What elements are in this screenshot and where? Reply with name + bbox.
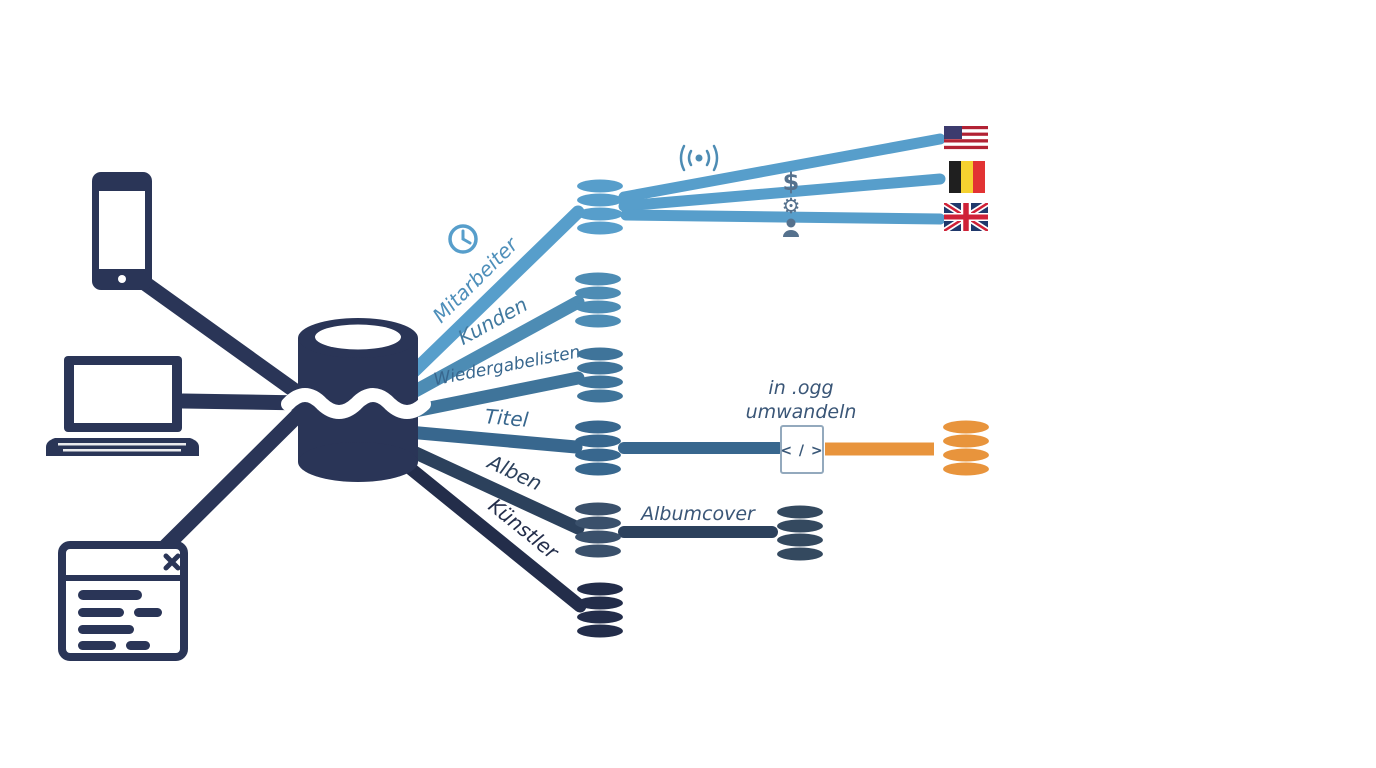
- flag-uk-icon: [944, 203, 988, 231]
- mitarbeiter-line: [398, 205, 585, 387]
- laptop-icon: [46, 356, 199, 456]
- close-icon: [163, 553, 181, 571]
- browser-window-icon: [58, 541, 188, 661]
- albumcover-label: Albumcover: [639, 503, 756, 525]
- ogg-note-line1: in .ogg: [768, 377, 833, 399]
- table-databases: [575, 179, 623, 638]
- fan-line-uk: [620, 209, 946, 225]
- wiedergabelisten-database-icon: [577, 347, 623, 403]
- ogg-note-line2: umwandeln: [746, 401, 857, 423]
- titel-label: Titel: [484, 404, 530, 432]
- flag-belgium-icon: [949, 161, 985, 193]
- ogg-database-icon: [943, 420, 989, 476]
- browser-connector-line: [152, 400, 313, 560]
- table-lines: [393, 205, 587, 613]
- code-file-label: < / >: [780, 443, 823, 459]
- albumcover-database-icon: [777, 505, 823, 561]
- mitarbeiter-branch: $ ⚙: [618, 133, 946, 237]
- code-file-icon: < / >: [780, 425, 824, 474]
- database-wave: [281, 388, 431, 419]
- broadcast-icon: [679, 144, 719, 172]
- wiedergabelisten-line: [403, 371, 585, 419]
- flag-usa-icon: [944, 126, 988, 150]
- person-icon: [783, 218, 799, 237]
- smartphone-connector-line: [138, 276, 313, 406]
- titel-branch: in .ogg umwandeln < / >: [618, 377, 989, 476]
- kuenstler-line: [393, 453, 587, 613]
- alben-branch: Albumcover: [618, 503, 823, 561]
- dollar-icon: $: [783, 168, 800, 196]
- kunden-line: [401, 295, 585, 402]
- central-database-icon: [281, 318, 431, 482]
- alben-line: [398, 441, 585, 535]
- titel-line: [401, 425, 583, 454]
- browser-text-lines: [78, 590, 162, 650]
- clock-icon: [448, 224, 478, 254]
- fan-line-usa: [618, 133, 946, 203]
- mitarbeiter-database-icon: [577, 179, 623, 235]
- smartphone-icon: [92, 172, 152, 290]
- fan-line-belgium: [618, 173, 946, 212]
- gear-icon: ⚙: [782, 194, 801, 218]
